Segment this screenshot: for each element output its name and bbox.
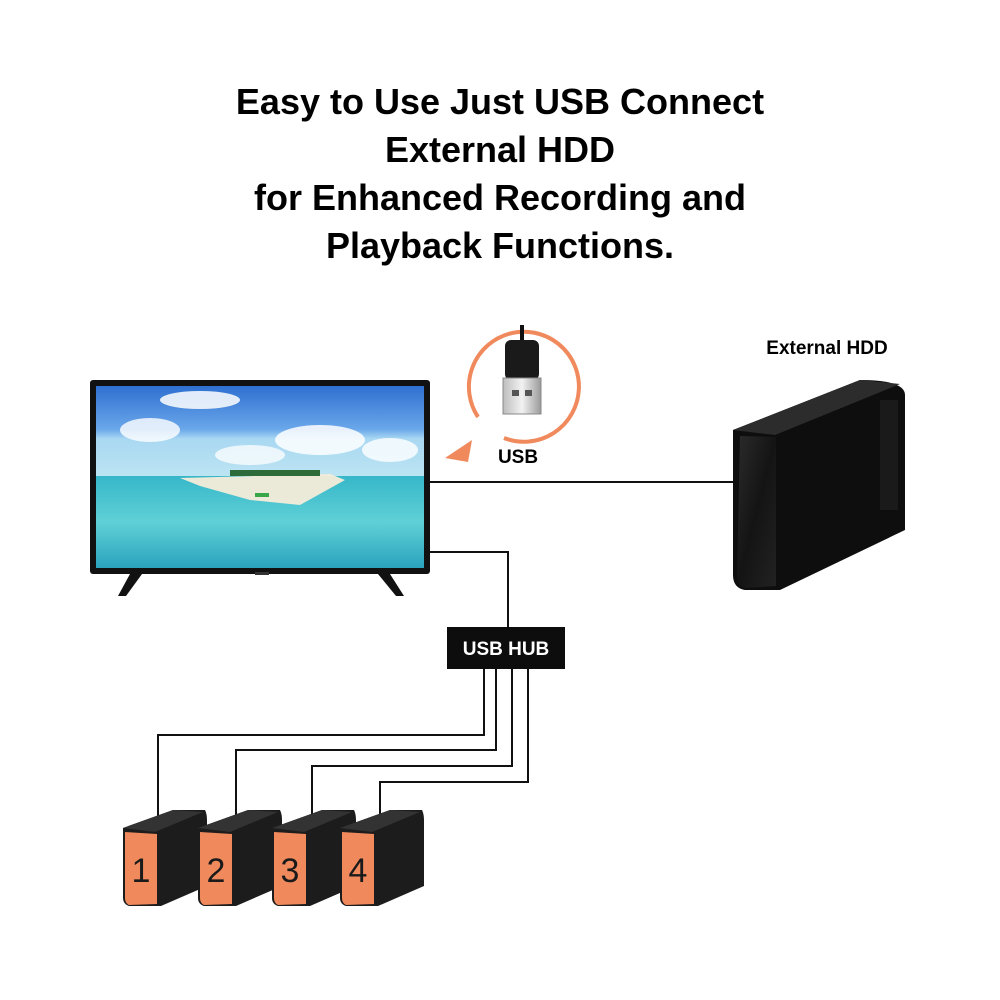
external-hdd-label: External HDD xyxy=(766,338,887,359)
external-hdd: External HDD xyxy=(733,338,905,590)
usb-label: USB xyxy=(498,447,538,468)
tv xyxy=(90,380,430,596)
cable-tv-to-hub xyxy=(430,551,509,630)
usb-plug-callout: USB xyxy=(445,325,581,468)
drive-2-number: 2 xyxy=(207,852,226,890)
drive-4-number: 4 xyxy=(349,852,368,890)
cable-hub-to-drive-1 xyxy=(157,669,485,820)
drive-3: 3 xyxy=(272,810,356,906)
usb-plug-icon xyxy=(502,325,542,415)
headline-line-1: Easy to Use Just USB Connect xyxy=(235,81,765,122)
drive-3-number: 3 xyxy=(281,852,300,890)
headline: Easy to Use Just USB Connect External HD… xyxy=(0,78,1000,270)
cable-hub-to-drive-2 xyxy=(235,669,497,820)
arrow-icon xyxy=(445,440,472,462)
drive-2: 2 xyxy=(198,810,282,906)
cable-hub-to-drive-4 xyxy=(379,669,529,820)
cable-hub-to-drive-3 xyxy=(311,669,513,820)
drive-1: 1 xyxy=(123,810,207,906)
headline-line-3: for Enhanced Recording and xyxy=(253,177,747,218)
hub-cables xyxy=(157,669,529,820)
drive-1-number: 1 xyxy=(132,852,151,890)
headline-line-4: Playback Functions. xyxy=(325,225,675,266)
usb-hub: USB HUB xyxy=(447,627,565,669)
usb-hub-label: USB HUB xyxy=(463,639,550,660)
drive-4: 4 xyxy=(340,810,424,906)
headline-line-2: External HDD xyxy=(384,129,616,170)
tv-screen-image xyxy=(96,386,424,568)
tv-stand-left xyxy=(118,574,142,596)
tv-stand-right xyxy=(378,574,404,596)
